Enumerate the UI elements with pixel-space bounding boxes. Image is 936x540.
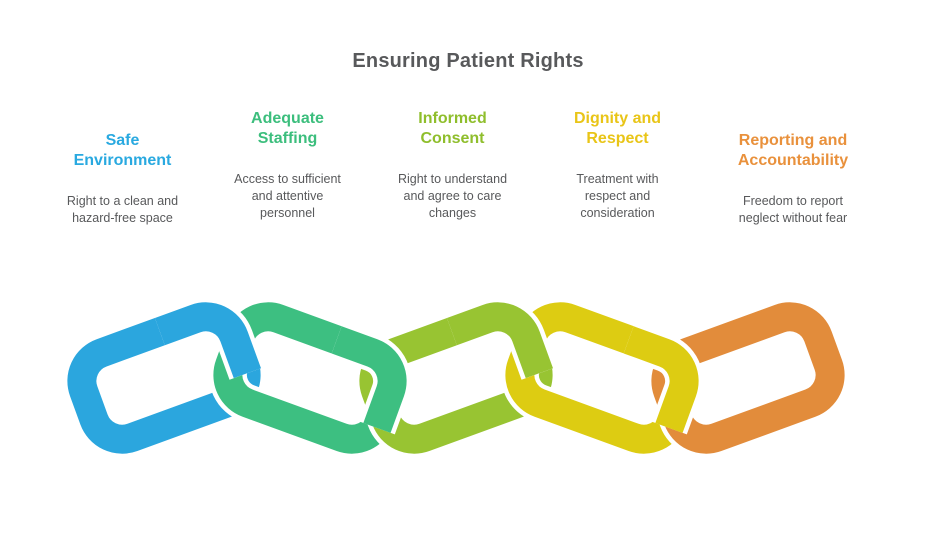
- chain-links-graphic: [62, 297, 850, 459]
- column-title-informed-consent: Informed Consent: [418, 110, 487, 147]
- column-adequate-staffing: Adequate Staffing Access to sufficient a…: [205, 109, 370, 222]
- column-title-safe-environment: Safe Environment: [73, 132, 172, 169]
- column-description-adequate-staffing: Access to sufficient and attentive perso…: [234, 172, 341, 220]
- column-description-safe-environment: Right to a clean and hazard-free space: [66, 194, 179, 225]
- chain-link-safe-environment-overlap: [153, 297, 266, 380]
- column-dignity-respect: Dignity and Respect Treatment with respe…: [535, 109, 700, 222]
- chain-link-adequate-staffing-overlap: [330, 321, 412, 435]
- column-informed-consent: Informed Consent Right to understand and…: [370, 109, 535, 222]
- chain-link-dignity-respect-overlap: [622, 321, 704, 435]
- column-title-dignity-respect: Dignity and Respect: [573, 110, 662, 147]
- column-description-reporting-accountability: Freedom to report neglect without fear: [738, 194, 848, 225]
- chain-link-informed-consent-overlap: [445, 297, 558, 380]
- page-title: Ensuring Patient Rights: [352, 50, 584, 72]
- column-title-reporting-accountability: Reporting and Accountability: [737, 132, 849, 169]
- column-title-adequate-staffing: Adequate Staffing: [251, 110, 324, 147]
- column-description-dignity-respect: Treatment with respect and consideration: [576, 172, 659, 220]
- column-description-informed-consent: Right to understand and agree to care ch…: [397, 172, 508, 220]
- column-reporting-accountability: Reporting and Accountability Freedom to …: [698, 131, 888, 227]
- column-safe-environment: Safe Environment Right to a clean and ha…: [40, 131, 205, 227]
